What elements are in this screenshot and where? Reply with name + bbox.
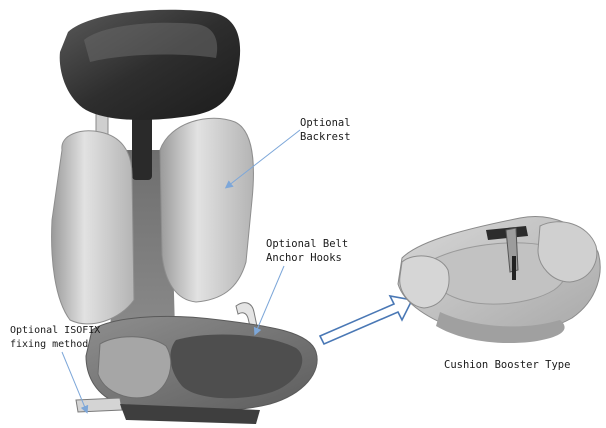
cushion-booster-label-text: Cushion Booster Type <box>444 358 570 372</box>
cushion-booster-label: Cushion Booster Type <box>444 358 570 372</box>
belt-hooks-label-line2: Anchor Hooks <box>266 251 348 265</box>
backrest-label-line2: Backrest <box>300 130 351 144</box>
left-side-wing <box>52 131 134 324</box>
isofix-connector <box>76 398 122 412</box>
isofix-label-line1: Optional ISOFIX <box>10 324 100 338</box>
high-back-booster-seat <box>52 10 318 424</box>
isofix-label-line2: fixing method <box>10 338 100 352</box>
transition-arrow <box>320 296 412 344</box>
backrest-label-line1: Optional <box>300 116 351 130</box>
booster-buckle-strap <box>512 256 516 280</box>
right-side-wing <box>160 118 253 302</box>
belt-hook-callout-line <box>256 266 284 332</box>
seat-armrest-left <box>98 337 171 398</box>
isofix-callout-line <box>62 352 86 410</box>
backrest-label: Optional Backrest <box>300 116 351 144</box>
headrest-post-right <box>132 110 152 180</box>
belt-hooks-label-line1: Optional Belt <box>266 237 348 251</box>
isofix-label: Optional ISOFIX fixing method <box>10 324 100 352</box>
belt-hooks-label: Optional Belt Anchor Hooks <box>266 237 348 265</box>
cushion-booster-seat <box>398 217 600 343</box>
